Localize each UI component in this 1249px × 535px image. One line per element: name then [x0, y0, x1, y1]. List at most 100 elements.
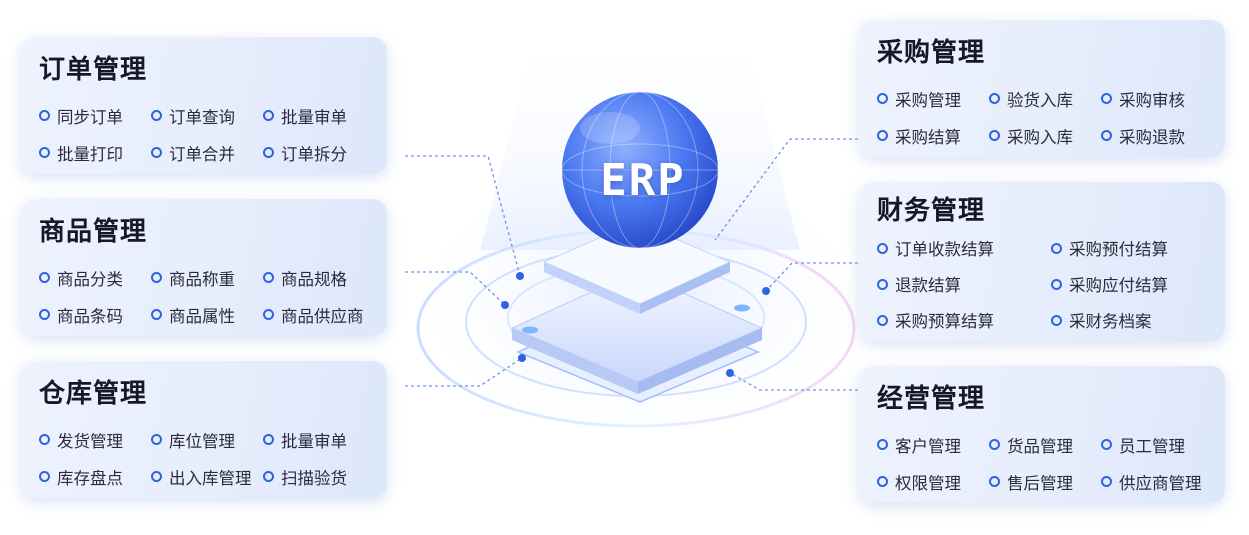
- base-plate-middle-side: [512, 328, 638, 394]
- item-label: 商品称重: [169, 269, 235, 289]
- item-label: 货品管理: [1007, 436, 1073, 456]
- item-label: 出入库管理: [169, 468, 252, 488]
- module-item: 供应商管理: [1101, 470, 1213, 494]
- circle-bullet-icon: [151, 147, 162, 158]
- item-label: 客户管理: [895, 436, 961, 456]
- item-label: 采购管理: [895, 90, 961, 110]
- card-title: 商品管理: [39, 217, 148, 247]
- item-label: 订单查询: [169, 107, 235, 127]
- module-item: 扫描验货: [263, 465, 375, 489]
- item-label: 批量审单: [281, 431, 347, 451]
- module-item: 员工管理: [1101, 433, 1213, 457]
- circle-bullet-icon: [1101, 439, 1112, 450]
- connector-finance: [765, 262, 858, 292]
- item-row: 库存盘点 出入库管理扫描验货: [39, 458, 387, 495]
- circle-bullet-icon: [877, 242, 888, 254]
- base-plate-middle-side2: [638, 328, 762, 394]
- item-list: 采购管理 验货入库 采购审核采购结算采购入库 采购退款: [877, 80, 1225, 154]
- item-label: 商品条码: [57, 306, 123, 326]
- item-label: 发货管理: [57, 431, 123, 451]
- item-label: 采购预付结算: [1069, 240, 1168, 259]
- item-label: 订单合并: [169, 144, 235, 164]
- circle-bullet-icon: [263, 147, 274, 158]
- item-label: 同步订单: [57, 107, 123, 127]
- circle-bullet-icon: [989, 476, 1000, 487]
- circle-bullet-icon: [151, 471, 162, 482]
- module-item: 订单收款结算: [877, 236, 1051, 260]
- item-row: 订单收款结算 采购预付结算: [877, 230, 1225, 266]
- module-item: 采购预算结算: [877, 308, 1051, 332]
- circle-bullet-icon: [263, 434, 274, 445]
- order-management-card: 订单管理 同步订单订单查询批量审单批量打印订单合并订单拆分: [21, 37, 387, 174]
- item-label: 验货入库: [1007, 90, 1073, 110]
- circle-bullet-icon: [989, 130, 1000, 141]
- item-row: 商品分类商品称重商品规格: [39, 259, 387, 296]
- circle-bullet-icon: [877, 476, 888, 487]
- item-label: 库位管理: [169, 431, 235, 451]
- circle-bullet-icon: [1101, 476, 1112, 487]
- item-row: 采购管理 验货入库 采购审核: [877, 80, 1225, 117]
- plate-light-right: [734, 304, 750, 312]
- item-label: 订单收款结算: [895, 240, 994, 259]
- circle-bullet-icon: [39, 309, 50, 320]
- item-row: 商品条码 商品属性 商品供应商: [39, 296, 387, 333]
- card-title: 采购管理: [877, 38, 986, 68]
- globe: [562, 92, 718, 248]
- item-label: 商品供应商: [281, 306, 364, 326]
- item-label: 库存盘点: [57, 468, 123, 488]
- circle-bullet-icon: [1051, 242, 1062, 254]
- module-item: 出入库管理: [151, 465, 263, 489]
- circle-bullet-icon: [39, 147, 50, 158]
- module-item: 采购结算: [877, 124, 989, 148]
- circle-bullet-icon: [989, 93, 1000, 104]
- item-list: 同步订单订单查询批量审单批量打印订单合并订单拆分: [39, 97, 387, 171]
- globe-parallel-1: [561, 143, 719, 197]
- item-label: 权限管理: [895, 473, 961, 493]
- module-item: 货品管理: [989, 433, 1101, 457]
- globe-meridian-2: [581, 91, 699, 249]
- connector-operation: [729, 372, 858, 391]
- connector-dot-goods: [501, 301, 509, 309]
- module-item: 权限管理: [877, 470, 989, 494]
- item-label: 采购退款: [1119, 127, 1185, 147]
- item-label: 商品属性: [169, 306, 235, 326]
- purchase-management-card: 采购管理 采购管理验货入库采购审核采购结算采购入库采购退款: [859, 20, 1225, 157]
- module-item: 验货入库: [989, 87, 1101, 111]
- finance-management-card: 财务管理 订单收款结算 采购预付结算退款结算采购应付结算采购预算结算采财务档案: [859, 182, 1225, 341]
- item-label: 商品规格: [281, 269, 347, 289]
- item-list: 订单收款结算 采购预付结算退款结算采购应付结算采购预算结算采财务档案: [877, 230, 1225, 338]
- item-label: 批量打印: [57, 144, 123, 164]
- item-label: 采购入库: [1007, 127, 1073, 147]
- module-item: 采购审核: [1101, 87, 1213, 111]
- item-list: 商品分类商品称重商品规格商品条码商品属性商品供应商: [39, 259, 387, 333]
- item-row: 批量打印订单合并订单拆分: [39, 134, 387, 171]
- circle-bullet-icon: [39, 471, 50, 482]
- card-title: 财务管理: [877, 196, 986, 226]
- circle-bullet-icon: [39, 272, 50, 283]
- item-label: 采财务档案: [1069, 312, 1152, 331]
- base-plate-top-side2: [640, 262, 730, 314]
- module-item: 客户管理: [877, 433, 989, 457]
- globe-meridian-1: [609, 91, 671, 249]
- module-item: 发货管理: [39, 428, 151, 452]
- circle-bullet-icon: [39, 434, 50, 445]
- module-item: 商品条码: [39, 303, 151, 327]
- module-item: 库位管理: [151, 428, 263, 452]
- connector-dot-operation: [726, 369, 734, 377]
- globe-highlight: [580, 112, 640, 144]
- circle-bullet-icon: [151, 309, 162, 320]
- circle-bullet-icon: [1101, 130, 1112, 141]
- connector-dot-order: [516, 272, 524, 280]
- card-title: 订单管理: [39, 55, 148, 85]
- module-item: 同步订单: [39, 104, 151, 128]
- erp-label: ERP: [600, 155, 686, 206]
- item-row: 退款结算采购应付结算: [877, 266, 1225, 302]
- circle-bullet-icon: [877, 130, 888, 141]
- module-item: 采购管理: [877, 87, 989, 111]
- module-item: 采购入库: [989, 124, 1101, 148]
- goods-management-card: 商品管理 商品分类商品称重商品规格商品条码商品属性商品供应商: [21, 199, 387, 336]
- card-title: 仓库管理: [39, 379, 148, 409]
- circle-bullet-icon: [263, 471, 274, 482]
- connector-purchase: [714, 138, 858, 241]
- item-label: 员工管理: [1119, 436, 1185, 456]
